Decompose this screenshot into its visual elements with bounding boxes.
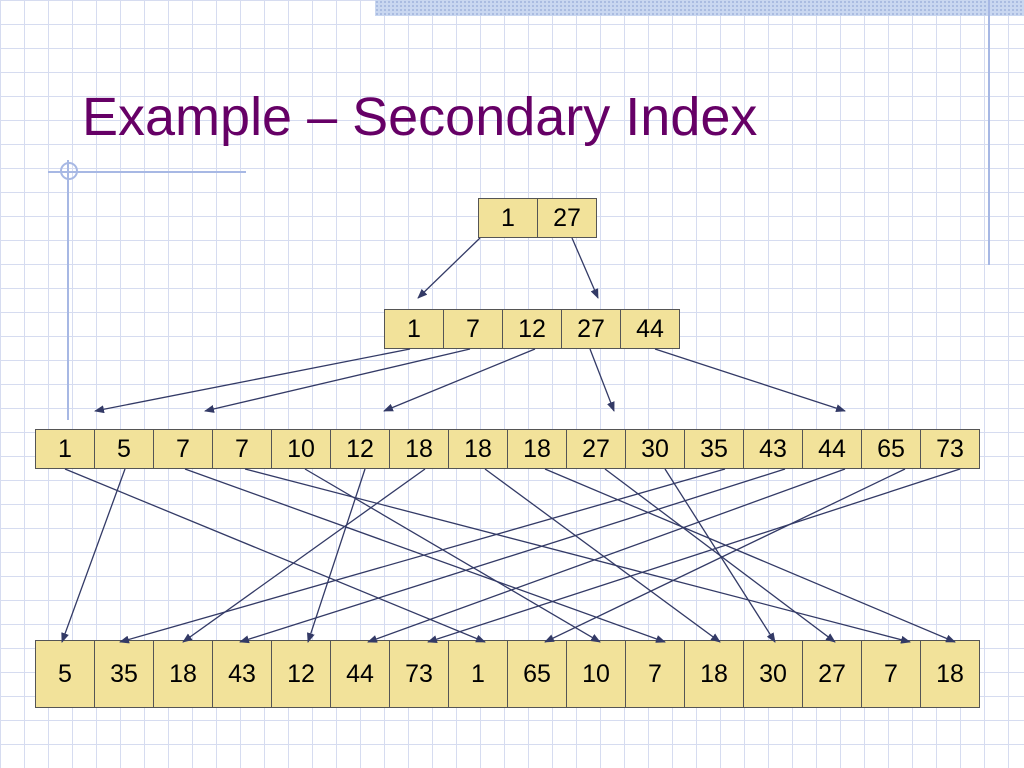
root-node: 1 27 <box>478 198 597 238</box>
leaf-key: 18 <box>448 429 508 469</box>
record-value: 44 <box>330 640 390 708</box>
pointer-arrow <box>427 468 961 644</box>
pointer-arrow <box>544 468 956 643</box>
leaf-key: 7 <box>153 429 213 469</box>
record-value: 18 <box>153 640 213 708</box>
leaf-key: 43 <box>743 429 803 469</box>
record-value: 1 <box>448 640 508 708</box>
pointer-arrow <box>571 237 599 299</box>
level1-node: 1 7 12 27 44 <box>384 309 680 349</box>
pointer-arrow <box>484 468 721 643</box>
pointer-arrow <box>383 348 536 412</box>
pointer-arrow <box>654 348 846 413</box>
pointer-arrow <box>64 468 486 643</box>
pointer-arrow <box>244 468 911 644</box>
decorative-top-bar <box>375 0 1024 16</box>
level1-key: 7 <box>443 309 503 349</box>
root-key: 27 <box>537 198 597 238</box>
leaf-key: 65 <box>861 429 921 469</box>
leaf-key: 73 <box>920 429 980 469</box>
record-value: 30 <box>743 640 803 708</box>
pointer-arrow <box>239 468 786 644</box>
record-value: 18 <box>920 640 980 708</box>
leaf-key: 35 <box>684 429 744 469</box>
root-key: 1 <box>478 198 538 238</box>
level1-key: 44 <box>620 309 680 349</box>
pointer-arrow <box>544 468 906 643</box>
pointer-arrow <box>61 468 126 643</box>
record-value: 7 <box>625 640 685 708</box>
leaf-key: 30 <box>625 429 685 469</box>
leaf-key: 18 <box>389 429 449 469</box>
leaf-key: 27 <box>566 429 626 469</box>
leaf-key: 44 <box>802 429 862 469</box>
decorative-circle <box>60 162 78 180</box>
pointer-arrow <box>604 468 836 643</box>
level1-key: 1 <box>384 309 444 349</box>
pointer-arrow <box>304 468 601 643</box>
record-value: 35 <box>94 640 154 708</box>
record-value: 18 <box>684 640 744 708</box>
slide-title: Example – Secondary Index <box>82 87 758 147</box>
leaf-key: 7 <box>212 429 272 469</box>
level1-key: 27 <box>561 309 621 349</box>
pointer-arrow <box>204 348 471 413</box>
decorative-right-line <box>988 0 990 265</box>
decorative-horizontal-line <box>48 171 246 173</box>
pointer-arrow <box>307 468 366 643</box>
pointer-arrow <box>119 468 726 644</box>
pointer-arrow <box>367 468 846 643</box>
leaf-key: 5 <box>94 429 154 469</box>
pointer-arrow <box>417 237 481 299</box>
decorative-vertical-line <box>67 160 69 420</box>
pointer-arrow <box>589 348 615 412</box>
leaf-key: 12 <box>330 429 390 469</box>
leaf-index-row: 1 5 7 7 10 12 18 18 18 27 30 35 43 44 65… <box>35 429 980 469</box>
pointer-arrow <box>664 468 776 643</box>
record-value: 73 <box>389 640 449 708</box>
leaf-key: 18 <box>507 429 567 469</box>
record-value: 27 <box>802 640 862 708</box>
record-value: 12 <box>271 640 331 708</box>
record-value: 7 <box>861 640 921 708</box>
pointer-arrow <box>94 348 411 414</box>
record-value: 43 <box>212 640 272 708</box>
record-value: 10 <box>566 640 626 708</box>
record-value: 65 <box>507 640 567 708</box>
pointer-arrow <box>184 468 666 643</box>
leaf-key: 10 <box>271 429 331 469</box>
leaf-key: 1 <box>35 429 95 469</box>
record-value: 5 <box>35 640 95 708</box>
level1-key: 12 <box>502 309 562 349</box>
data-records-row: 5 35 18 43 12 44 73 1 65 10 7 18 30 27 7… <box>35 640 980 708</box>
pointer-arrow <box>182 468 426 643</box>
